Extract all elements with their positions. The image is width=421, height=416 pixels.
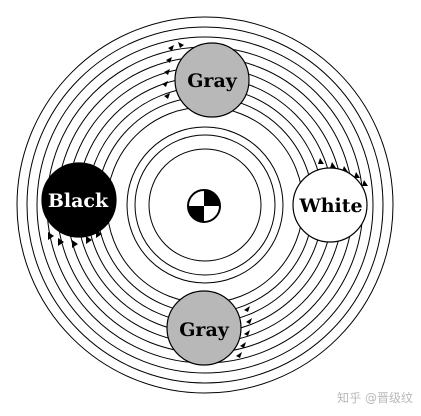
disk-top-label: Gray [187,70,238,92]
disk-bottom-fill [166,290,242,366]
disk-right-fill [292,167,368,243]
disk-top-fill [174,42,250,118]
disk-left-fill [41,162,117,238]
inner-rings [126,126,284,284]
disk-left: Black [41,162,117,238]
disk-bottom: Gray [166,290,242,366]
disk-right: White [292,167,368,243]
disk-bottom-label: Gray [179,319,230,341]
disk-left-label: Black [48,190,109,212]
watermark-text: 知乎 @晋级纹 [337,391,413,405]
arrow-ticks [48,42,368,358]
disk-top: Gray [174,42,250,118]
quadrant-target-icon [187,189,221,223]
disk-right-label: White [298,195,362,217]
